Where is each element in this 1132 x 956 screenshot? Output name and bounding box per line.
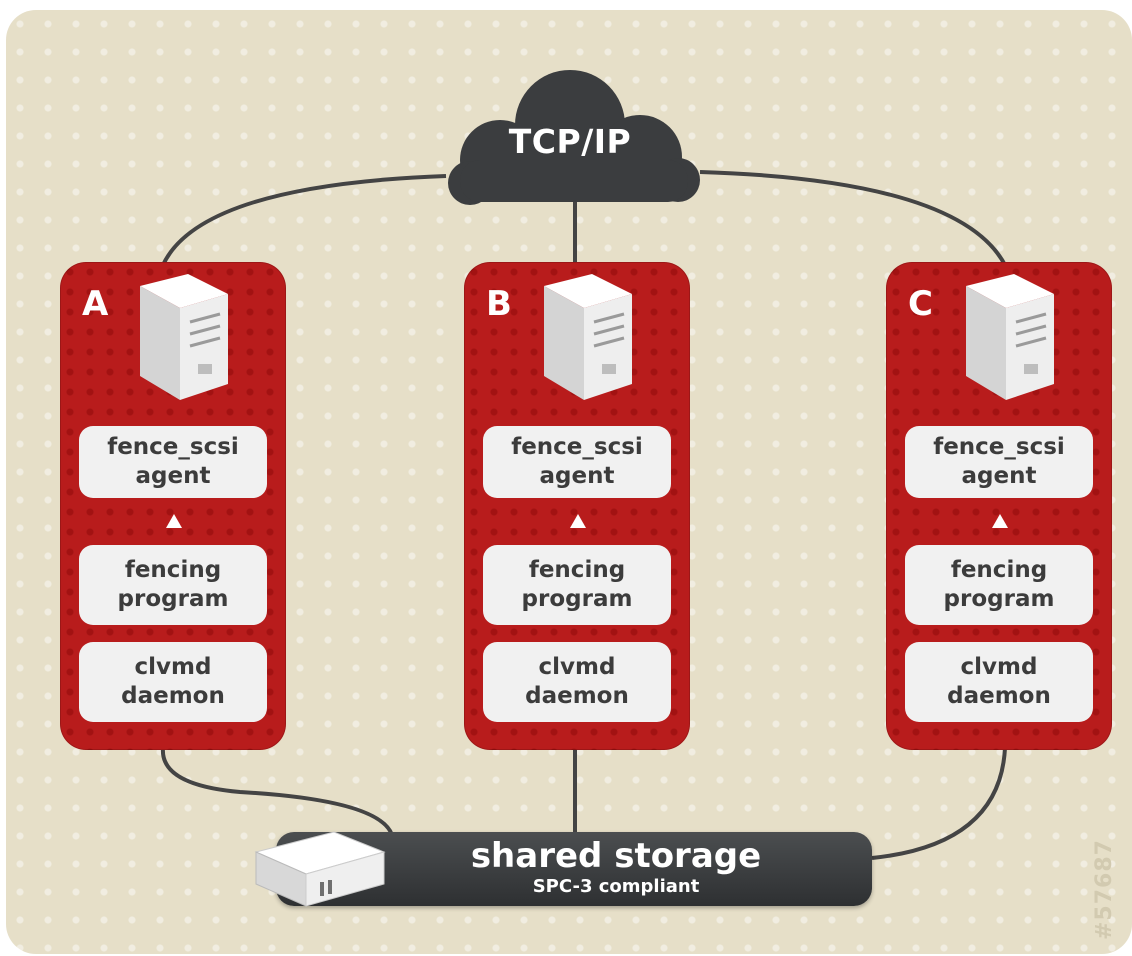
fencing-program-box: fencing program — [483, 545, 671, 625]
clvmd-daemon-box: clvmd daemon — [483, 642, 671, 722]
arrow-up-icon — [166, 514, 182, 528]
program-line-2: program — [943, 586, 1055, 612]
clvmd-daemon-box: clvmd daemon — [905, 642, 1093, 722]
node-b: B fence_scsi agent fencing program clvmd… — [464, 262, 690, 750]
link-c-storage — [871, 747, 1007, 860]
daemon-line-1: clvmd — [538, 654, 616, 680]
daemon-line-1: clvmd — [960, 654, 1038, 680]
agent-line-1: fence_scsi — [107, 434, 239, 460]
node-letter: A — [82, 284, 109, 324]
server-icon — [544, 274, 632, 400]
agent-line-2: agent — [539, 463, 615, 489]
program-line-1: fencing — [950, 557, 1048, 583]
fencing-program-box: fencing program — [79, 545, 267, 625]
program-line-2: program — [521, 586, 633, 612]
fence-scsi-agent-box: fence_scsi agent — [79, 426, 267, 498]
daemon-line-2: daemon — [121, 683, 225, 709]
network-label: TCP/IP — [508, 122, 632, 161]
daemon-line-2: daemon — [525, 683, 629, 709]
agent-line-2: agent — [135, 463, 211, 489]
cloud-icon — [448, 70, 700, 205]
link-network-a — [161, 174, 447, 266]
figure-id-watermark: #57687 — [1092, 839, 1117, 940]
arrow-up-icon — [992, 514, 1008, 528]
clvmd-daemon-box: clvmd daemon — [79, 642, 267, 722]
storage-drive-icon — [254, 831, 386, 907]
node-a: A fence_scsi agent fencing program clvmd… — [60, 262, 286, 750]
agent-line-1: fence_scsi — [933, 434, 1065, 460]
program-line-1: fencing — [528, 557, 626, 583]
program-line-2: program — [117, 586, 229, 612]
storage-title: shared storage — [470, 836, 762, 876]
fence-scsi-agent-box: fence_scsi agent — [483, 426, 671, 498]
link-network-c — [699, 170, 1007, 266]
fence-scsi-agent-box: fence_scsi agent — [905, 426, 1093, 498]
agent-line-2: agent — [961, 463, 1037, 489]
agent-line-1: fence_scsi — [511, 434, 643, 460]
arrow-up-icon — [570, 514, 586, 528]
daemon-line-1: clvmd — [134, 654, 212, 680]
daemon-line-2: daemon — [947, 683, 1051, 709]
server-icon — [140, 274, 228, 400]
node-letter: B — [486, 284, 512, 324]
program-line-1: fencing — [124, 557, 222, 583]
link-a-storage — [160, 747, 394, 836]
node-c: C fence_scsi agent fencing program clvmd… — [886, 262, 1112, 750]
server-icon — [966, 274, 1054, 400]
fencing-program-box: fencing program — [905, 545, 1093, 625]
storage-subtitle: SPC-3 compliant — [532, 876, 700, 897]
node-letter: C — [908, 284, 933, 324]
